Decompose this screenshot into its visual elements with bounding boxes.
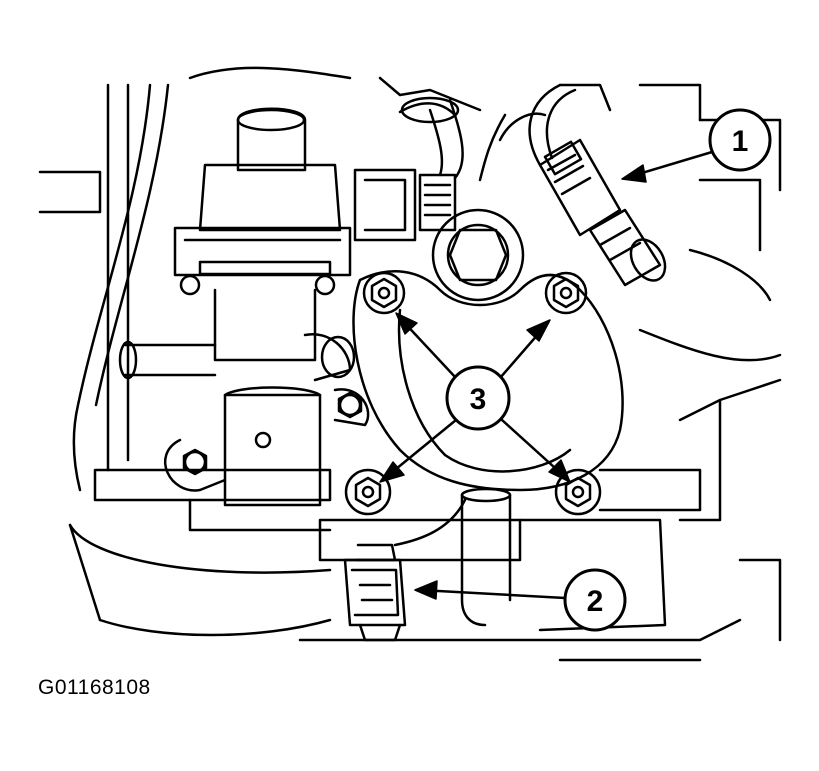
egr-valve [118,107,370,507]
figure-id-code: G01168108 [38,676,151,699]
lower-electrical-connector [343,498,467,642]
callout-3-label: 3 [470,383,487,416]
egr-solenoid-connector [353,96,464,242]
outlet-hose [460,487,512,627]
callout-2-label: 2 [587,585,604,618]
callout-2: 2 [414,568,627,632]
coolant-outlet-housing [344,208,624,516]
engine-block-background [38,66,782,662]
callout-1: 1 [621,108,772,183]
coolant-temperature-sensor [478,83,667,287]
callout-1-label: 1 [732,125,749,158]
callout-3: 3 [379,312,571,483]
housing-bolts [182,277,592,508]
